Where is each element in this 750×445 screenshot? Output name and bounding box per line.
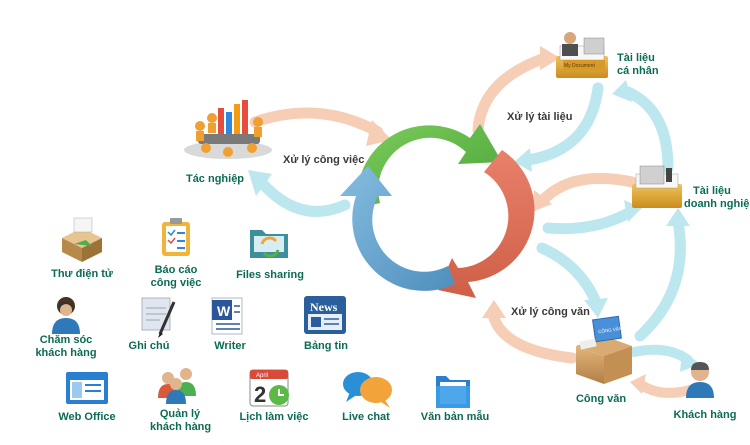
email-icon: [62, 217, 102, 262]
cycle-arc-orange: [438, 150, 535, 298]
arrow-congvan-to-customer-head: [680, 350, 700, 372]
news-icon: [304, 296, 346, 334]
mailbox-badge: CÔNG VĂN: [598, 325, 623, 334]
arrow-congvan-to-center-head: [482, 300, 506, 318]
flow-label-documents: Xử lý tài liệu: [507, 111, 573, 123]
notes-icon: [141, 297, 176, 338]
app-label-calendar[interactable]: Lịch làm việc: [239, 411, 309, 423]
arrow-center-to-personal-head: [540, 46, 560, 70]
arrow-customer-to-congvan: [635, 379, 695, 398]
arrow-tacnghiep-to-center: [249, 107, 384, 138]
arrow-congvan-to-center: [488, 312, 578, 364]
personal-folder-badge: My Document: [564, 63, 595, 69]
customer-care-icon: [52, 297, 80, 334]
app-label-customer-care-2[interactable]: khách hàng: [35, 347, 97, 359]
app-label-live-chat[interactable]: Live chat: [342, 411, 390, 423]
node-label-enterprise-docs-2: doanh nghiệp: [684, 198, 750, 210]
flow-label-official-letters: Xử lý công văn: [511, 306, 590, 318]
node-label-tac-nghiep: Tác nghiệp: [185, 173, 245, 185]
arrow-tacnghiep-to-center-head: [366, 120, 392, 146]
arrow-center-to-tacnghiep: [256, 177, 351, 217]
node-label-cong-van: Công văn: [575, 393, 627, 405]
arrow-center-to-congvan: [536, 242, 602, 308]
app-label-web-office[interactable]: Web Office: [58, 411, 116, 423]
app-label-notes[interactable]: Ghi chú: [128, 340, 170, 352]
cycle-arc-green: [357, 124, 502, 208]
app-label-news[interactable]: Bảng tin: [304, 340, 348, 352]
app-label-files-sharing[interactable]: Files sharing: [236, 269, 304, 281]
calendar-day: 2: [254, 382, 266, 407]
web-office-icon: [66, 372, 108, 404]
arrow-center-to-personal: [472, 52, 551, 136]
app-label-customer-mgmt-1[interactable]: Quản lý: [159, 408, 201, 420]
app-label-writer[interactable]: Writer: [214, 340, 246, 352]
writer-icon: [211, 297, 243, 335]
enterprise-folder-icon: [632, 165, 682, 208]
news-icon-text: News: [310, 300, 338, 314]
cycle-arc-blue: [340, 166, 455, 291]
customer-icon: [686, 362, 714, 398]
writer-letter: W: [217, 303, 231, 319]
calendar-icon: [249, 369, 289, 407]
arrow-congvan-to-enterprise: [634, 216, 686, 342]
arrow-enterprise-to-personal-head: [612, 80, 632, 102]
template-document-icon: [436, 376, 470, 408]
arrow-enterprise-to-personal: [622, 86, 674, 174]
node-label-enterprise-docs-1: Tài liệu: [693, 185, 731, 197]
arrow-enterprise-to-center-head: [532, 190, 552, 212]
arrow-center-to-enterprise-head: [624, 200, 642, 222]
app-label-report-1[interactable]: Báo cáo: [154, 264, 198, 276]
node-label-khach-hang: Khách hàng: [673, 409, 737, 421]
arrow-congvan-to-customer: [629, 344, 693, 365]
app-label-email[interactable]: Thư điện tử: [51, 268, 113, 280]
personal-folder-icon: [556, 32, 608, 78]
app-label-customer-mgmt-2[interactable]: khách hàng: [150, 421, 212, 433]
live-chat-icon: [343, 372, 392, 408]
arrow-enterprise-to-center: [539, 172, 638, 204]
app-label-customer-care-1[interactable]: Chăm sóc: [39, 334, 93, 346]
app-label-templates[interactable]: Văn bản mẫu: [420, 411, 490, 423]
node-label-personal-docs-1: Tài liệu: [617, 52, 655, 64]
arrow-center-to-congvan-head: [584, 298, 608, 318]
arrow-personal-to-center: [522, 82, 604, 166]
meeting-icon: [184, 100, 272, 159]
arrow-customer-to-congvan-head: [630, 374, 646, 394]
flow-label-work: Xử lý công việc: [283, 154, 365, 166]
arrow-congvan-to-enterprise-head: [666, 208, 690, 226]
app-label-report-2[interactable]: công việc: [150, 277, 202, 289]
arrow-center-to-enterprise: [542, 206, 636, 235]
node-label-personal-docs-2: cá nhân: [617, 65, 659, 77]
arrow-personal-to-center-head: [514, 148, 532, 172]
mailbox-icon: [576, 315, 632, 384]
calendar-month: April: [256, 373, 268, 379]
arrow-center-to-tacnghiep-head: [248, 170, 272, 196]
files-sharing-icon: [250, 230, 288, 258]
report-icon: [162, 218, 190, 256]
customer-management-icon: [158, 368, 196, 404]
